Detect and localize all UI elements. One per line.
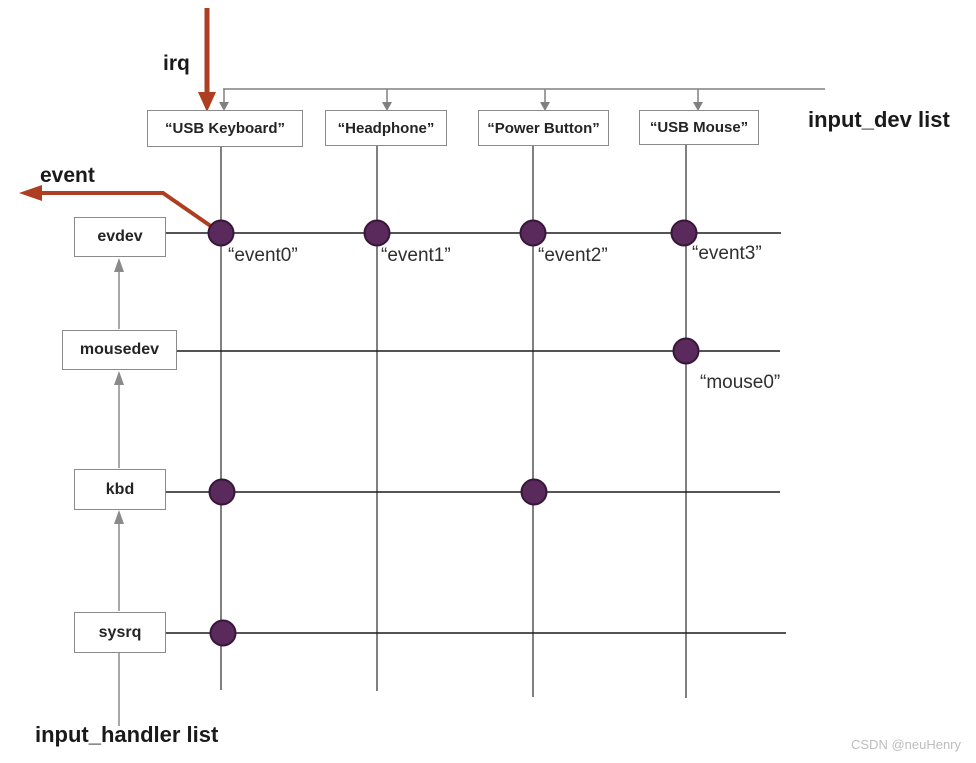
connection-dot-event1 <box>363 219 391 247</box>
input-dev-list-label: input_dev list <box>808 107 950 132</box>
input-handler-list-label: input_handler list <box>35 722 219 747</box>
device-box-headphone: “Headphone” <box>325 110 447 146</box>
spine-down-arrow-usb-keyboard <box>219 89 229 111</box>
device-box-usb-keyboard: “USB Keyboard” <box>147 110 303 147</box>
event-label: event <box>40 164 95 187</box>
handler-box-sysrq: sysrq <box>74 612 166 653</box>
connection-dot-event2 <box>519 219 547 247</box>
handler-arrow-mousedev-to-evdev <box>114 258 124 329</box>
spine-down-arrow-headphone <box>382 89 392 111</box>
watermark-text: CSDN @neuHenry <box>851 737 962 752</box>
node-label-event0: “event0” <box>228 245 298 266</box>
device-box-power-button: “Power Button” <box>478 110 609 146</box>
node-label-mouse0: “mouse0” <box>700 372 781 393</box>
node-label-event3: “event3” <box>692 243 762 264</box>
node-label-event2: “event2” <box>538 245 608 266</box>
handler-box-evdev: evdev <box>74 217 166 257</box>
device-box-usb-mouse: “USB Mouse” <box>639 110 759 145</box>
node-label-event1: “event1” <box>381 245 451 266</box>
connection-dot-mouse0 <box>672 337 700 365</box>
handler-box-mousedev: mousedev <box>62 330 177 370</box>
connection-dot-kbd-power-button <box>520 478 548 506</box>
handler-box-kbd: kbd <box>74 469 166 510</box>
irq-label: irq <box>163 52 190 75</box>
handler-arrow-kbd-to-mousedev <box>114 371 124 468</box>
connection-dot-kbd-usb-keyboard <box>208 478 236 506</box>
connection-dot-sysrq-usb-keyboard <box>209 619 237 647</box>
spine-down-arrow-usb-mouse <box>693 89 703 111</box>
event-arrow <box>19 185 217 231</box>
handler-arrow-sysrq-to-kbd <box>114 510 124 611</box>
irq-arrow <box>198 8 216 112</box>
spine-down-arrow-power-button <box>540 89 550 111</box>
connection-dot-event3 <box>670 219 698 247</box>
connection-dot-event0 <box>207 219 235 247</box>
